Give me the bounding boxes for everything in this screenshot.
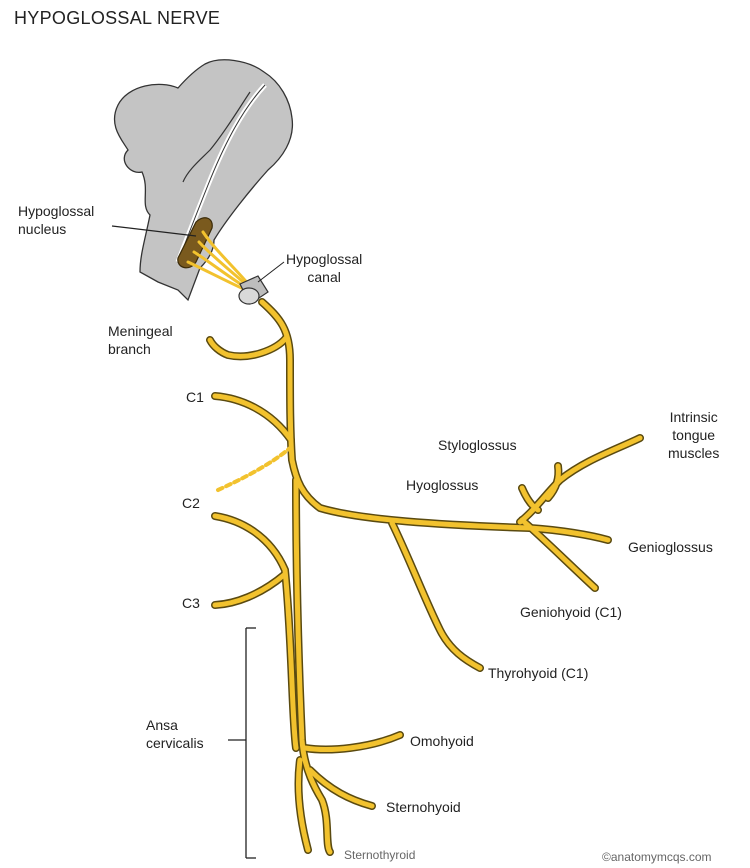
label-line: Meningeal <box>108 323 173 339</box>
hypoglossal-nucleus-shape <box>177 217 213 269</box>
label-c1: C1 <box>186 389 204 405</box>
label-ansa-cervicalis: Ansa cervicalis <box>146 716 204 752</box>
label-line: muscles <box>668 445 720 461</box>
diagram-title: HYPOGLOSSAL NERVE <box>14 8 221 28</box>
label-line: nucleus <box>18 221 67 237</box>
label-line: tongue <box>672 427 716 443</box>
label-line: Ansa <box>146 717 178 733</box>
label-c3: C3 <box>182 595 200 611</box>
label-styloglossus: Styloglossus <box>438 437 517 453</box>
label-line: cervicalis <box>146 735 204 751</box>
ansa-cervicalis-bracket <box>228 627 256 859</box>
label-c2: C2 <box>182 495 200 511</box>
label-genioglossus: Genioglossus <box>628 539 713 555</box>
label-line: Hypoglossal <box>286 251 363 267</box>
fissure-curve <box>182 91 251 183</box>
label-sternothyroid: Sternothyroid <box>344 848 416 862</box>
label-line: Hypoglossal <box>18 203 95 219</box>
label-intrinsic-tongue-muscles: Intrinsic tongue muscles <box>668 408 719 462</box>
hypoglossal-canal-shape <box>238 275 269 305</box>
nerve-branches <box>206 298 644 856</box>
canal-pointer-line <box>257 261 285 283</box>
label-omohyoid: Omohyoid <box>410 733 474 749</box>
label-line: Intrinsic <box>669 409 718 425</box>
label-hypoglossal-canal: Hypoglossal canal <box>286 250 362 286</box>
label-sternohyoid: Sternohyoid <box>386 799 461 815</box>
label-meningeal-branch: Meningeal branch <box>108 322 173 358</box>
label-hyoglossus: Hyoglossus <box>406 477 479 493</box>
label-line: canal <box>307 269 341 285</box>
label-line: branch <box>108 341 151 357</box>
credit-text: ©anatomymcqs.com <box>602 850 712 864</box>
medulla-section <box>113 59 294 302</box>
label-thyrohyoid: Thyrohyoid (C1) <box>488 665 589 681</box>
label-geniohyoid: Geniohyoid (C1) <box>520 604 622 620</box>
label-hypoglossal-nucleus: Hypoglossal nucleus <box>18 202 94 238</box>
nucleus-pointer-line <box>111 225 197 237</box>
